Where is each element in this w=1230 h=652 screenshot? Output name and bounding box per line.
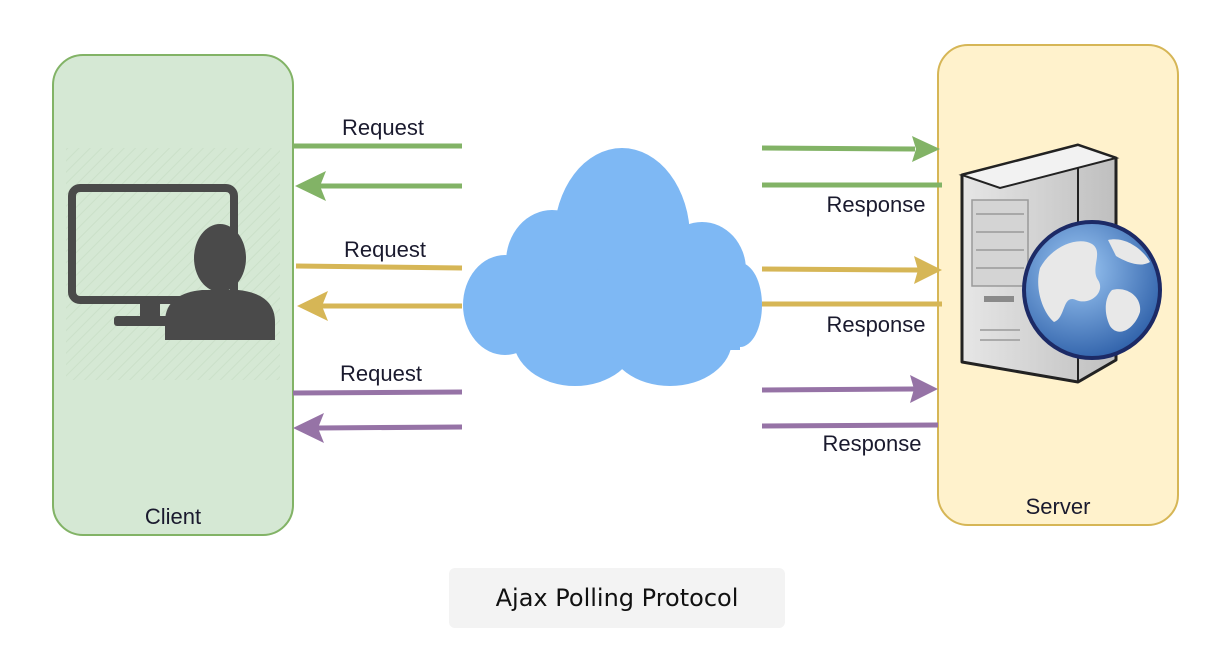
response-label-2: Response [826,312,925,337]
computer-user-icon [68,184,275,340]
request-arrowhead-1 [912,136,940,162]
request-label-3: Request [340,361,422,386]
request-line-client-2 [295,263,463,271]
cloud-icon [463,148,762,386]
diagram-caption: Ajax Polling Protocol [495,584,739,612]
client-hatch-area [66,148,280,380]
exchange-1: Request Response [293,115,942,217]
request-arrow-server-1 [761,145,916,152]
client-node: Client [52,54,294,536]
server-node: Server [937,44,1179,526]
exchange-2: Request Response [295,237,942,337]
request-arrowhead-3 [910,375,938,403]
response-arrowhead-1 [295,171,326,201]
response-arrowhead-2 [297,291,328,321]
response-label-3: Response [822,431,921,456]
response-arrow-client-3 [317,424,463,431]
response-label-1: Response [826,192,925,217]
response-arrowhead-3 [293,413,324,443]
caption-box: Ajax Polling Protocol [449,568,785,628]
exchange-3: Request Response [292,361,939,456]
server-label: Server [1026,494,1091,519]
request-arrow-server-2 [761,266,919,273]
request-label-1: Request [342,115,424,140]
request-line-client-3 [292,389,463,396]
client-label: Client [145,504,201,529]
request-arrow-server-3 [761,386,915,393]
server-globe-icon [958,143,1162,384]
request-arrowhead-2 [914,256,942,284]
request-label-2: Request [344,237,426,262]
response-line-server-3 [761,422,939,429]
